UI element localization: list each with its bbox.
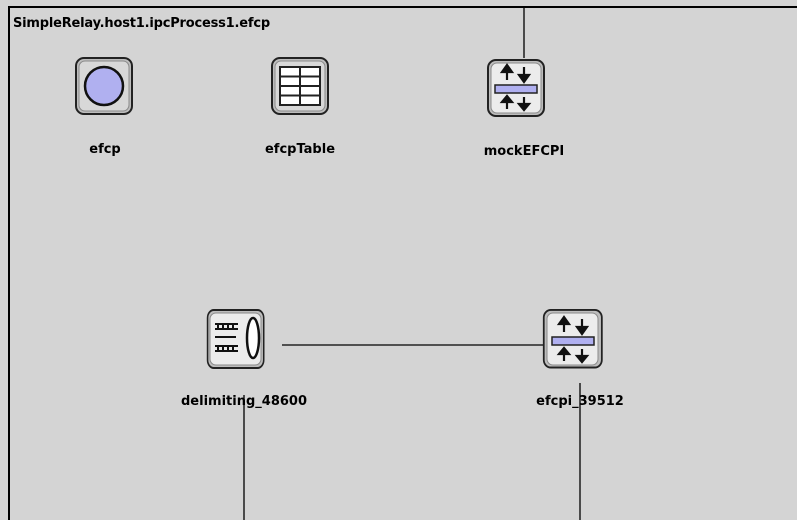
submodule-efcpTable[interactable]: efcpTable <box>265 56 360 166</box>
submodule-mockEFCPI[interactable]: mockEFCPI <box>483 58 576 168</box>
submodule-efcp[interactable]: efcp <box>74 56 164 166</box>
submodule-label: efcpi_39512 <box>536 394 624 409</box>
submodule-label: delimiting_48600 <box>181 394 307 409</box>
up-down-arrows-icon <box>542 308 603 369</box>
submodule-delimiting_48600[interactable]: delimiting_48600 <box>181 308 307 418</box>
submodule-label: efcp <box>89 142 121 157</box>
module-title: SimpleRelay.host1.ipcProcess1.efcp <box>13 16 270 31</box>
submodule-label: mockEFCPI <box>483 144 565 159</box>
submodule-efcpi_39512[interactable]: efcpi_39512 <box>536 308 632 418</box>
queue-icon <box>206 309 265 369</box>
circle-module-icon <box>75 57 133 115</box>
up-down-arrows-icon <box>487 59 545 117</box>
submodule-label: efcpTable <box>264 142 336 157</box>
module-boundary <box>8 6 797 520</box>
table-icon <box>271 57 329 115</box>
